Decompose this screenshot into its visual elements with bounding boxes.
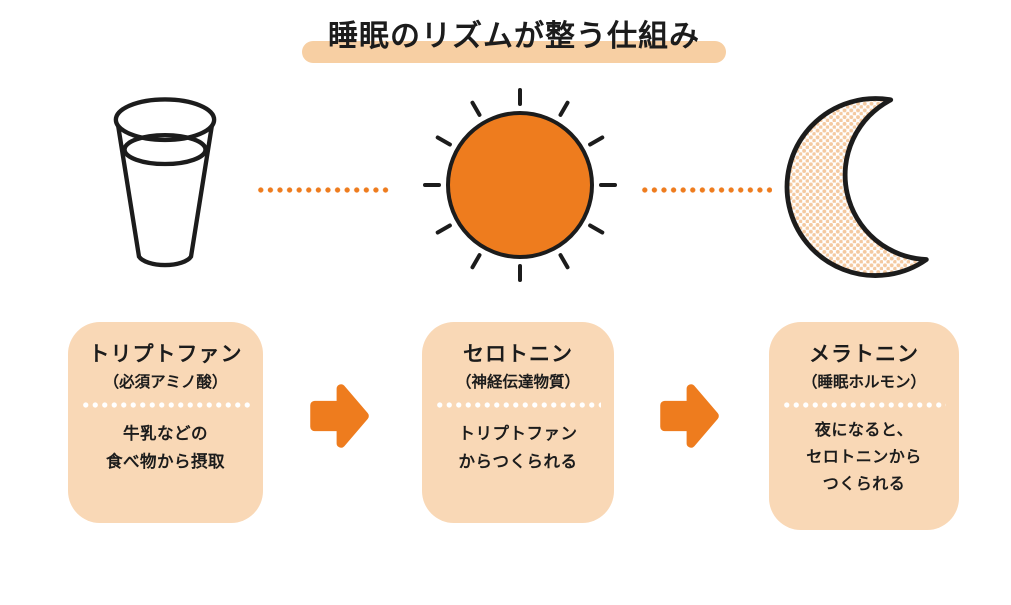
step-description: トリプトファン からつくられる: [458, 424, 578, 472]
step-subheading: （神経伝達物質）: [455, 373, 580, 392]
step-card-melatonin: メラトニン （睡眠ホルモン） 夜になると、 セロトニンから つくられる: [769, 322, 959, 530]
step-heading: メラトニン: [809, 342, 919, 366]
crescent-moon-icon: [784, 96, 929, 278]
milk-glass-icon: [113, 97, 217, 268]
step-card-serotonin: セロトニン （神経伝達物質） トリプトファン からつくられる: [422, 322, 614, 523]
step-heading: トリプトファン: [88, 342, 243, 366]
title-highlight-bar: [302, 41, 726, 63]
arrow-right-icon: [660, 384, 719, 448]
sun-icon: [423, 88, 617, 282]
dotted-divider: [81, 402, 250, 409]
arrow-right-icon: [310, 384, 369, 448]
step-card-tryptophan: トリプトファン （必須アミノ酸） 牛乳などの 食べ物から摂取: [68, 322, 263, 523]
title-block: 睡眠のリズムが整う仕組み: [302, 15, 726, 63]
page-title: 睡眠のリズムが整う仕組み: [328, 19, 700, 54]
dotted-line-left: [256, 186, 392, 194]
sun-rays: [423, 88, 617, 282]
dotted-line-right: [640, 186, 772, 194]
step-description: 夜になると、 セロトニンから つくられる: [806, 420, 922, 494]
dotted-divider: [435, 402, 601, 409]
step-subheading: （睡眠ホルモン）: [801, 373, 926, 392]
step-subheading: （必須アミノ酸）: [103, 373, 228, 392]
step-description: 牛乳などの 食べ物から摂取: [106, 424, 225, 472]
step-heading: セロトニン: [463, 342, 573, 366]
dotted-divider: [782, 402, 946, 409]
